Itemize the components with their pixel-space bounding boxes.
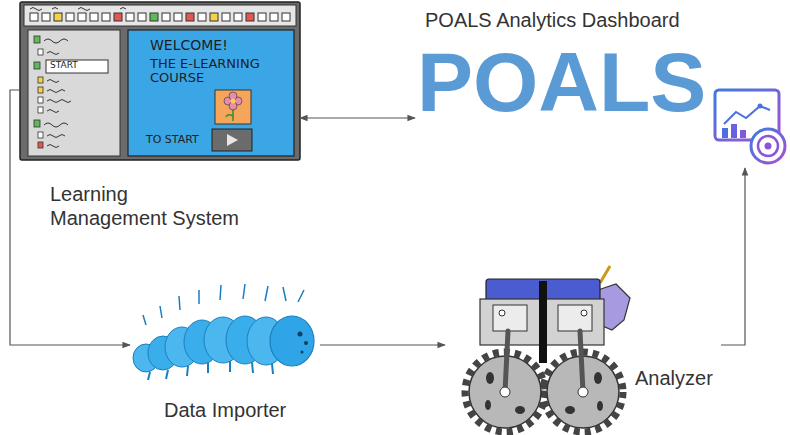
flow-arrow (320, 344, 445, 345)
flow-arrow (300, 117, 415, 118)
dashboard-title: POALS Analytics Dashboard (425, 8, 755, 32)
component-label: Learning Management System (50, 182, 246, 230)
component-label: Data Importer (164, 398, 314, 422)
illustration-text: THE E-LEARNING COURSE (150, 57, 266, 86)
dashboard-icon (715, 90, 785, 163)
illustration-text: TO START (146, 134, 210, 146)
illustration-text: START (50, 61, 106, 71)
logo-text: POALS (417, 40, 717, 124)
component-label: Analyzer (635, 366, 719, 390)
caterpillar-illustration (133, 284, 314, 380)
importer-component: Data Importer (130, 290, 320, 428)
engine-illustration (465, 266, 630, 432)
dashboard-component: POALS Analytics DashboardPOALS (415, 4, 790, 168)
flow-arrow (721, 168, 745, 345)
illustration-text: WELCOME! (150, 38, 250, 53)
analyzer-component: Analyzer (445, 262, 721, 434)
lms-window-sketch (20, 2, 300, 160)
